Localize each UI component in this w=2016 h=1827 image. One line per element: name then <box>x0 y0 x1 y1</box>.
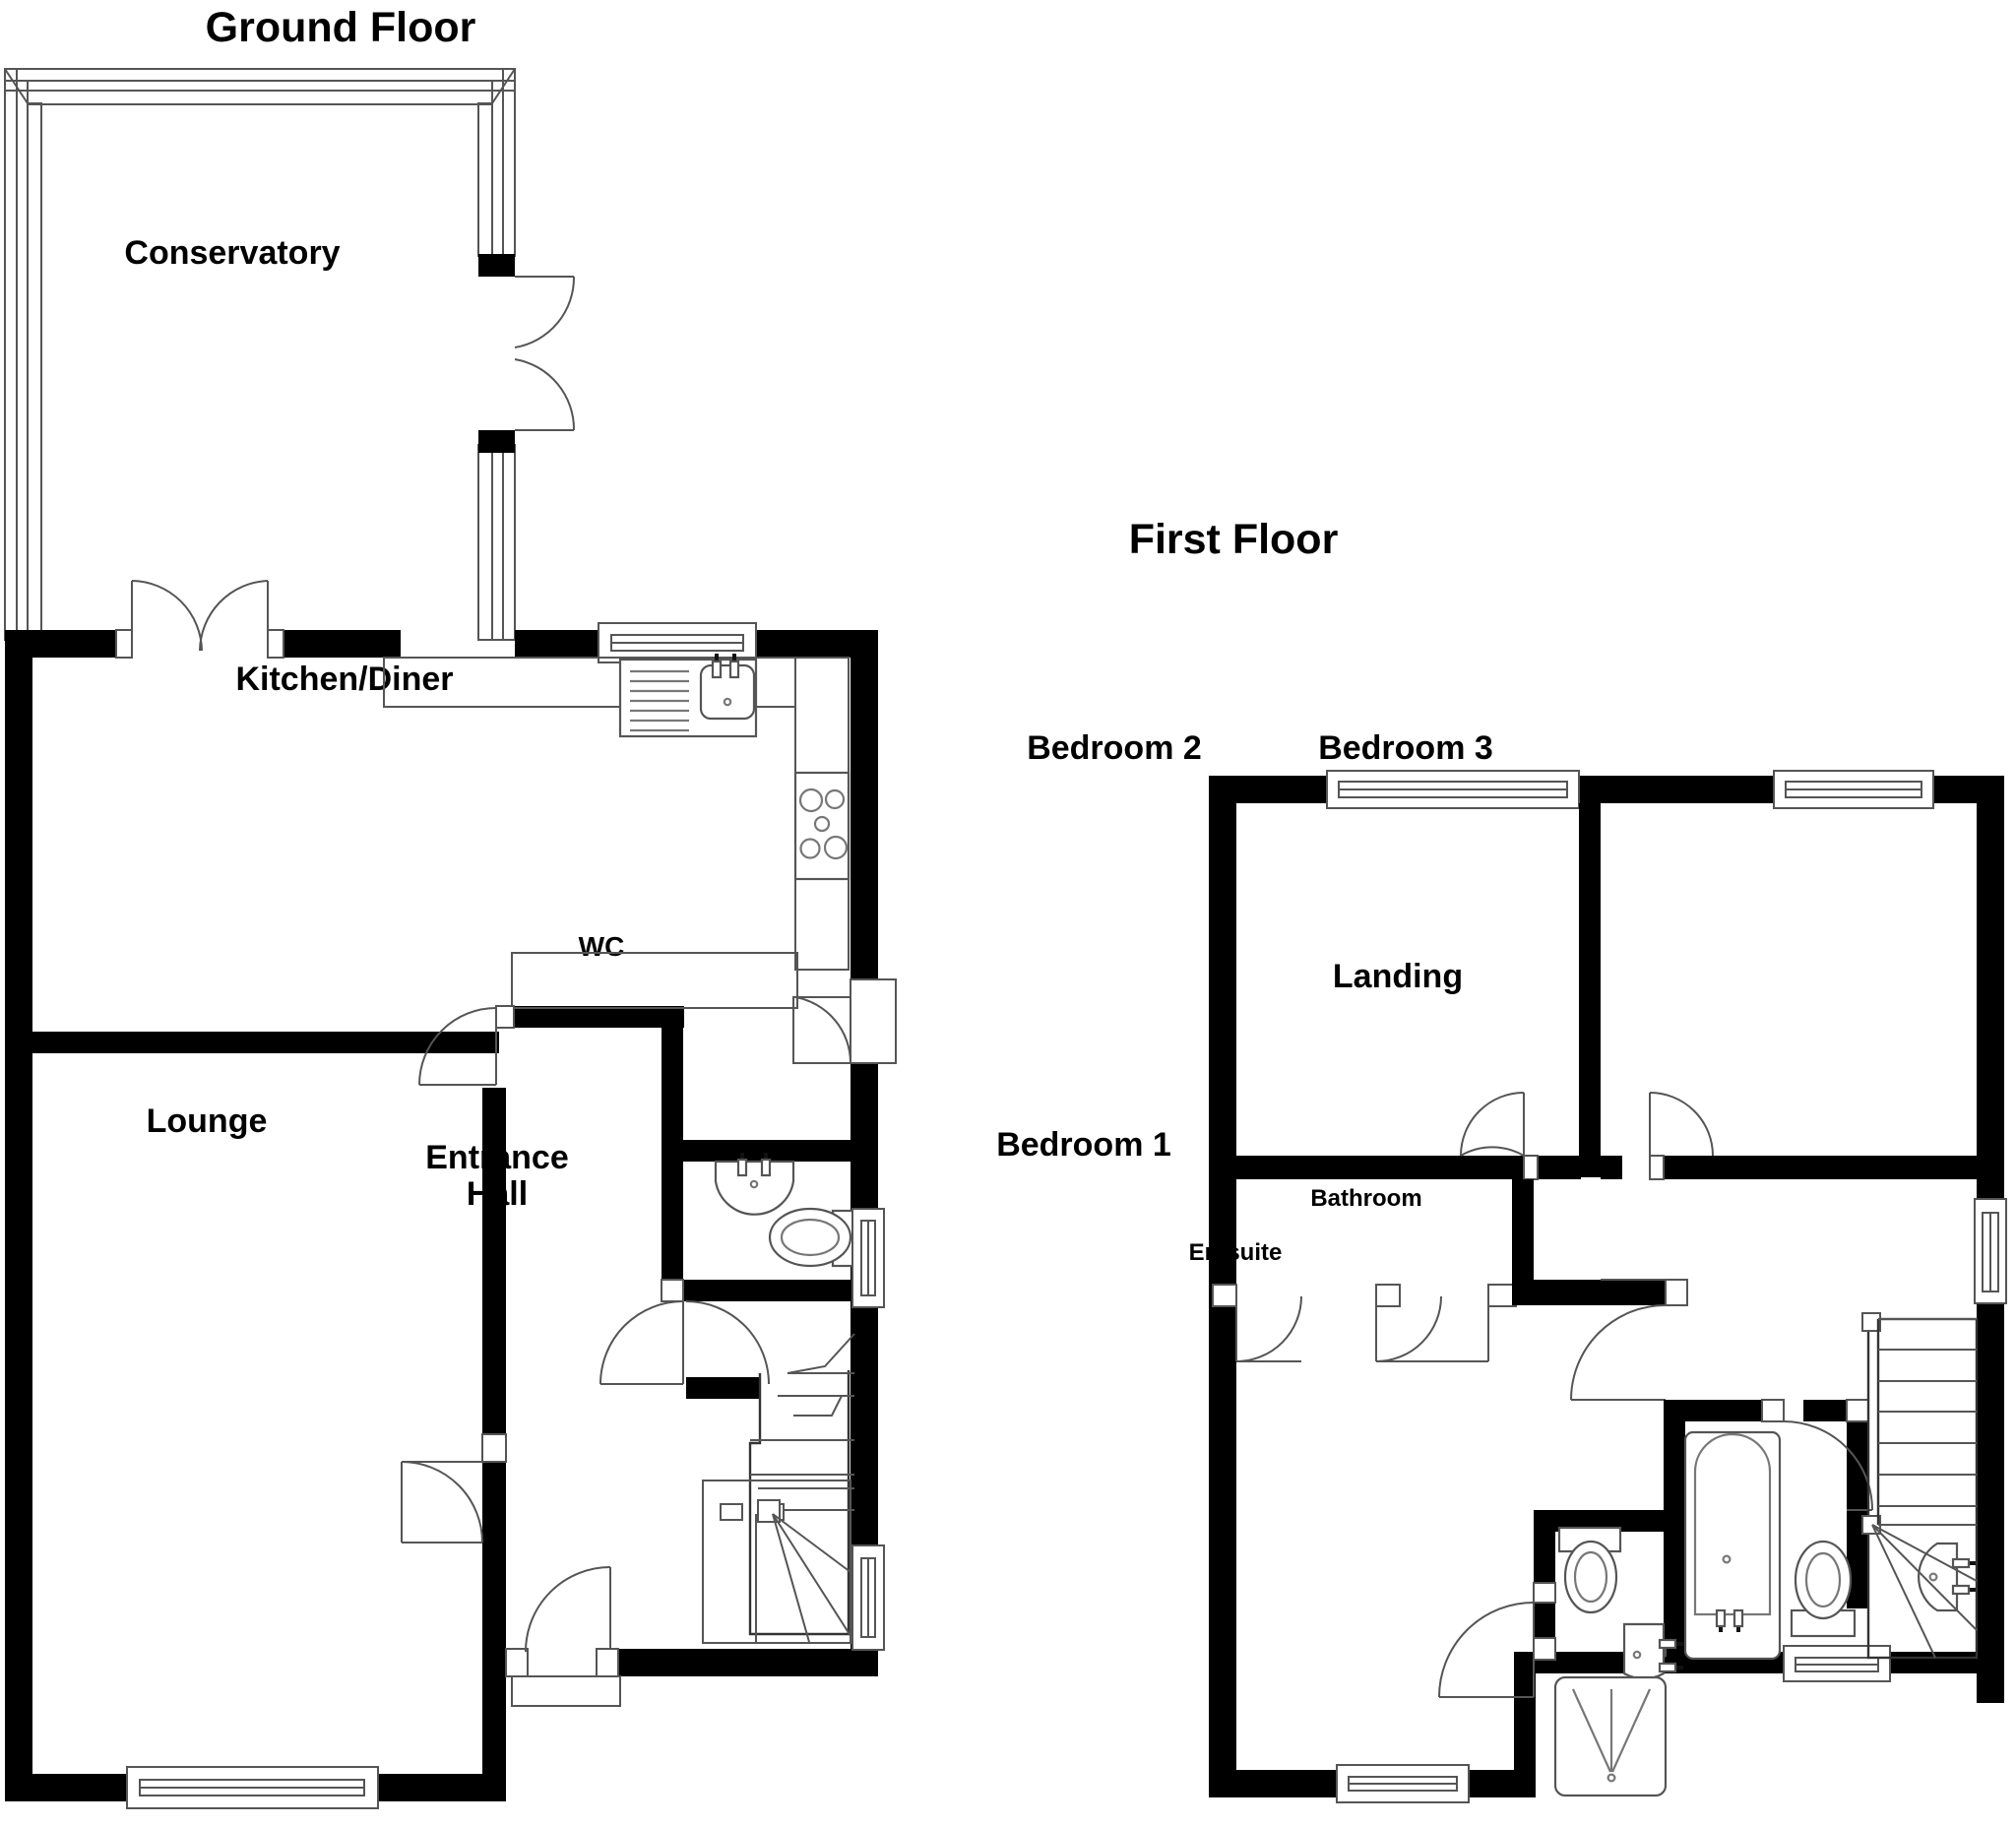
room-label-lounge: Lounge <box>146 1102 268 1140</box>
wardrobe-double-door <box>1209 1284 1517 1362</box>
kitchen-side-door <box>792 978 897 1064</box>
bathroom-bath <box>1683 1430 1782 1661</box>
bedroom2-window <box>1326 770 1580 809</box>
conservatory-kitchen-double-door <box>115 580 284 659</box>
wc-window <box>851 1208 885 1308</box>
bedroom2-3-divider <box>1579 803 1601 1177</box>
bedroom2-door <box>1460 1092 1539 1180</box>
bedroom3-door <box>1649 1092 1714 1180</box>
bedroom3-window <box>1773 770 1934 809</box>
ground-floor-title: Ground Floor <box>205 4 476 51</box>
first-floor-plan <box>1209 770 2007 1803</box>
first-floor-title: First Floor <box>1128 516 1339 563</box>
ground-floor-walls <box>5 630 878 1801</box>
bedroom1-window <box>1336 1764 1470 1803</box>
bedroom2-south-wall <box>1209 1156 1524 1179</box>
room-label-kitchen-diner: Kitchen/Diner <box>235 661 454 698</box>
conservatory-structure <box>4 68 576 641</box>
ground-floor-plan <box>4 68 897 1809</box>
ensuite-toilet <box>1557 1526 1622 1614</box>
landing-side-window <box>1974 1198 2007 1304</box>
landing-south-wall <box>1512 1280 1681 1305</box>
bathroom-basin <box>1917 1542 1976 1612</box>
ensuite-door <box>1438 1582 1556 1698</box>
wc-door <box>599 1279 684 1385</box>
kitchen-sink <box>618 654 758 738</box>
front-door <box>505 1566 621 1707</box>
bathroom-window <box>1783 1645 1891 1682</box>
hall-stair-door <box>685 1300 770 1385</box>
staircase-first <box>1861 1312 1979 1660</box>
bedroom2-south-wall-b <box>1536 1156 1581 1179</box>
room-label-bedroom-2: Bedroom 2 <box>1027 729 1202 767</box>
lounge-front-window <box>126 1766 379 1809</box>
kitchen-to-hall-door <box>418 1005 515 1086</box>
hall-front-window <box>851 1544 885 1651</box>
lounge-door <box>401 1433 507 1544</box>
room-label-wc: WC <box>578 931 625 962</box>
room-label-bathroom: Bathroom <box>1310 1185 1422 1212</box>
landing-west-wall <box>1512 1179 1534 1290</box>
ensuite-shower-tray <box>1553 1675 1668 1797</box>
wc-basin <box>714 1153 795 1216</box>
hall-partition-walls <box>511 952 853 1301</box>
wc-toilet <box>768 1207 858 1268</box>
room-label-bedroom-1: Bedroom 1 <box>996 1126 1171 1164</box>
staircase-ground <box>686 1333 855 1644</box>
bedroom3-sw-stub <box>1601 1156 1622 1179</box>
room-label-conservatory: Conservatory <box>124 234 341 272</box>
bedroom3-south-wall <box>1664 1156 1977 1179</box>
room-label-landing: Landing <box>1332 958 1464 995</box>
hob-5-burner <box>793 771 850 881</box>
ensuite-basin <box>1622 1622 1683 1680</box>
bedroom1-door <box>1570 1279 1688 1401</box>
room-label-bedroom-3: Bedroom 3 <box>1318 729 1493 767</box>
kitchen-worktop <box>383 657 850 971</box>
bathroom-toilet <box>1790 1540 1857 1638</box>
kitchen-drainer <box>630 669 689 732</box>
